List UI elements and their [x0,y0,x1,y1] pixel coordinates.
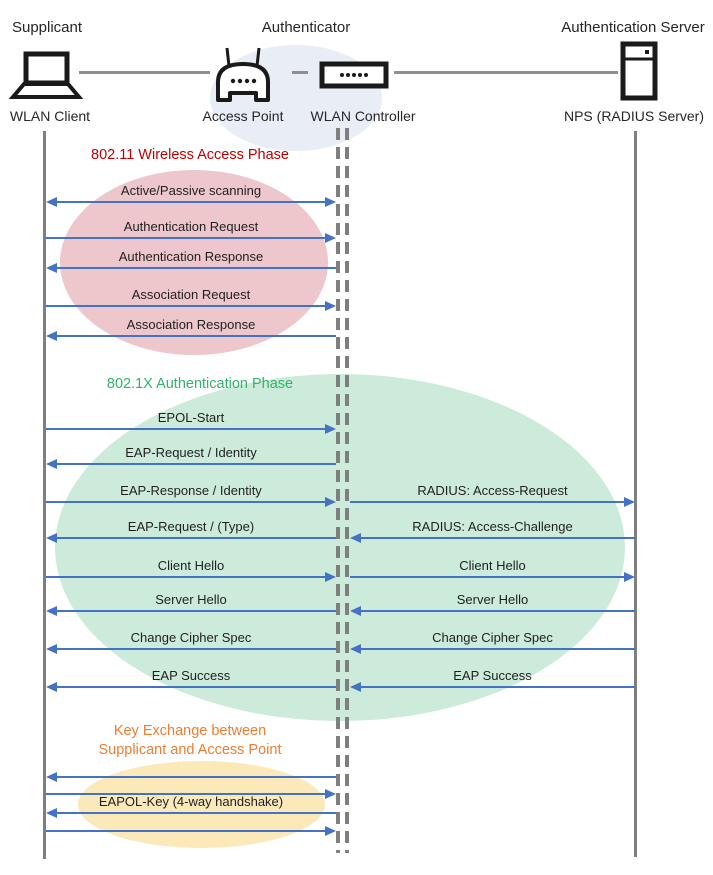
message-arrow [46,830,327,832]
message-label: EPOL-Start [157,410,225,425]
message-label: EAP-Request / Identity [125,445,257,460]
wireless-access-phase-ellipse [60,170,328,355]
message-arrow [359,610,635,612]
arrowhead-left-icon [46,458,57,469]
message-arrow [46,501,327,503]
lifeline-wlan-client [43,131,46,859]
message-arrow [55,201,327,203]
message-label: EAP Success [151,668,231,683]
message-label: Server Hello [155,592,227,607]
message-arrow [359,648,635,650]
message-arrow [46,237,327,239]
message-label: RADIUS: Access-Challenge [412,519,573,534]
arrowhead-right-icon [325,423,336,434]
arrowhead-right-icon [325,788,336,799]
arrowhead-left-icon [350,681,361,692]
authentication-phase-ellipse [55,374,625,721]
message-label: Change Cipher Spec [432,630,553,645]
arrowhead-left-icon [46,330,57,341]
message-arrow [359,537,635,539]
message-label: Client Hello [157,558,225,573]
server-icon [620,41,658,101]
connector-ap-controller-dash [292,71,308,74]
node-label-nps-radius-server: NPS (RADIUS Server) [563,108,705,124]
key-exchange-phase-ellipse [78,761,325,848]
role-label-supplicant: Supplicant [11,19,83,36]
message-arrow [55,463,336,465]
arrowhead-right-icon [624,496,635,507]
message-label: EAPOL-Key (4-way handshake) [98,794,284,809]
wireless-access-phase-title: 802.11 Wireless Access Phase [91,147,289,163]
role-label-authenticator: Authenticator [261,19,351,36]
message-arrow [46,305,327,307]
connector-controller-server [394,71,618,74]
arrowhead-right-icon [325,232,336,243]
node-label-access-point: Access Point [202,108,284,124]
message-arrow [55,776,336,778]
message-arrow [55,648,336,650]
message-arrow [359,686,635,688]
message-arrow [55,335,336,337]
arrowhead-right-icon [325,571,336,582]
message-label: Authentication Request [123,219,259,234]
arrowhead-left-icon [46,681,57,692]
node-label-wlan-client: WLAN Client [9,108,91,124]
arrowhead-left-icon [350,532,361,543]
message-label: Association Request [131,287,251,302]
arrowhead-left-icon [46,196,57,207]
arrowhead-right-icon [325,196,336,207]
arrowhead-right-icon [325,825,336,836]
lifeline-radius-server [634,131,637,857]
access-point-icon [216,47,270,102]
node-label-wlan-controller: WLAN Controller [310,108,416,124]
arrowhead-right-icon [325,300,336,311]
message-label: EAP Success [453,668,532,683]
arrowhead-left-icon [46,807,57,818]
message-arrow [350,576,626,578]
arrowhead-left-icon [350,605,361,616]
message-arrow [46,793,327,795]
arrowhead-left-icon [46,262,57,273]
arrowhead-right-icon [325,496,336,507]
arrowhead-right-icon [624,571,635,582]
wlan-controller-icon [319,61,389,89]
message-arrow [46,576,327,578]
message-label: Change Cipher Spec [130,630,252,645]
arrowhead-left-icon [46,532,57,543]
role-label-authentication-server: Authentication Server [561,19,705,36]
arrowhead-left-icon [350,643,361,654]
arrowhead-left-icon [46,605,57,616]
arrowhead-left-icon [46,643,57,654]
message-arrow [350,501,626,503]
message-label: Active/Passive scanning [120,183,262,198]
message-label: EAP-Response / Identity [120,483,262,498]
message-label: RADIUS: Access-Request [417,483,568,498]
message-label: EAP-Request / (Type) [127,519,255,534]
laptop-icon [9,51,83,99]
lifeline-authenticator-dashed-left [336,128,340,853]
message-label: Server Hello [456,592,529,607]
message-arrow [55,267,336,269]
arrowhead-left-icon [46,771,57,782]
message-arrow [55,812,336,814]
message-label: Client Hello [459,558,526,573]
message-label: Association Response [126,317,256,332]
message-arrow [55,610,336,612]
authentication-phase-title: 802.1X Authentication Phase [106,376,294,392]
message-label: Authentication Response [118,249,264,264]
message-arrow [55,537,336,539]
message-arrow [46,428,327,430]
connector-client-ap [79,71,210,74]
lifeline-authenticator-dashed-right [345,128,349,853]
message-arrow [55,686,336,688]
